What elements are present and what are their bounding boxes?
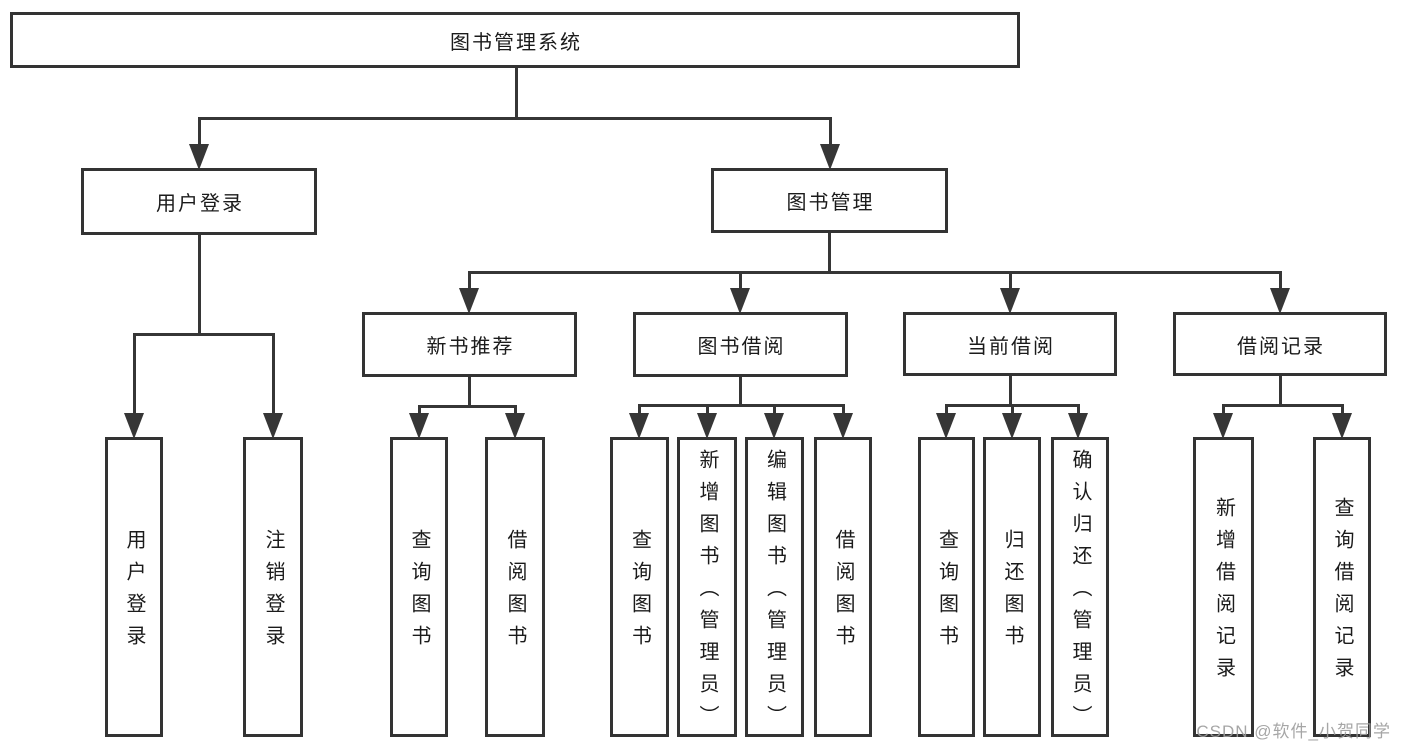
connector-drop-borrow-records-1	[1340, 405, 1344, 419]
arrowhead-icon-book-borrow-3	[833, 413, 853, 439]
node-leaf-bb-add: 新增图书（管理员）	[677, 437, 737, 737]
node-label-leaf-cb-return: 归还图书	[1001, 529, 1023, 657]
connector-drop-user-login-1	[271, 334, 275, 419]
node-label-leaf-cb-confirm: 确认归还（管理员）	[1069, 449, 1091, 737]
node-label-leaf-bb-borrow: 借阅图书	[832, 529, 854, 657]
node-leaf-bb-borrow: 借阅图书	[814, 437, 872, 737]
node-leaf-cb-return: 归还图书	[983, 437, 1041, 737]
node-label-leaf-nr-query: 查询图书	[408, 529, 430, 657]
arrowhead-icon-book-mgmt-1	[730, 288, 750, 314]
node-borrow-records: 借阅记录	[1173, 312, 1387, 376]
node-label-root: 图书管理系统	[450, 31, 582, 54]
arrowhead-icon-book-borrow-1	[697, 413, 717, 439]
node-label-current-borrow: 当前借阅	[967, 335, 1055, 358]
arrowhead-icon-user-login-1	[263, 413, 283, 439]
node-label-book-borrow: 图书借阅	[697, 336, 786, 358]
node-label-leaf-bb-edit: 编辑图书（管理员）	[763, 449, 786, 737]
watermark: CSDN @软件_小贺同学	[1196, 722, 1391, 741]
node-root: 图书管理系统	[10, 12, 1020, 68]
arrowhead-icon-user-login-0	[124, 413, 144, 439]
connector-rail-root	[197, 116, 832, 120]
arrowhead-icon-new-book-rec-0	[409, 413, 429, 439]
connector-drop-current-borrow-2	[1076, 405, 1080, 419]
connector-drop-new-book-rec-0	[417, 406, 421, 419]
connector-drop-new-book-rec-1	[513, 406, 517, 419]
connector-drop-current-borrow-1	[1010, 405, 1014, 419]
node-label-user-login: 用户登录	[156, 193, 244, 215]
connector-rail-book-borrow	[637, 403, 845, 407]
node-leaf-nr-query: 查询图书	[390, 437, 448, 737]
connector-drop-current-borrow-0	[944, 405, 948, 419]
arrowhead-icon-current-borrow-0	[936, 413, 956, 439]
arrowhead-icon-book-mgmt-2	[1000, 288, 1020, 314]
arrowhead-icon-borrow-records-1	[1332, 413, 1352, 439]
arrowhead-icon-book-mgmt-3	[1270, 288, 1290, 314]
node-label-leaf-rec-query: 查询借阅记录	[1331, 497, 1353, 689]
arrowhead-icon-borrow-records-0	[1213, 413, 1233, 439]
node-label-book-mgmt: 图书管理	[786, 192, 875, 214]
node-leaf-rec-add: 新增借阅记录	[1193, 437, 1254, 737]
connector-drop-root-0	[197, 118, 201, 150]
connector-rail-new-book-rec	[417, 404, 517, 408]
node-current-borrow: 当前借阅	[903, 312, 1117, 376]
node-label-new-book-rec: 新书推荐	[426, 336, 515, 358]
node-book-mgmt: 图书管理	[711, 168, 948, 233]
connector-drop-book-borrow-0	[637, 405, 641, 419]
node-leaf-cb-confirm: 确认归还（管理员）	[1051, 437, 1109, 737]
node-label-leaf-rec-add: 新增借阅记录	[1212, 497, 1235, 689]
connector-drop-book-mgmt-1	[738, 272, 742, 294]
connector-rail-borrow-records	[1221, 403, 1344, 407]
connector-stem-root	[514, 68, 518, 120]
arrowhead-icon-book-mgmt-0	[459, 288, 479, 314]
node-leaf-nr-borrow: 借阅图书	[485, 437, 545, 737]
node-label-leaf-bb-add: 新增图书（管理员）	[696, 449, 718, 737]
connector-rail-book-mgmt	[467, 270, 1282, 274]
connector-drop-book-mgmt-3	[1278, 272, 1282, 294]
node-leaf-bb-edit: 编辑图书（管理员）	[745, 437, 804, 737]
connector-stem-new-book-rec	[467, 377, 471, 408]
connector-stem-user-login	[197, 235, 201, 336]
connector-stem-current-borrow	[1008, 376, 1012, 407]
arrowhead-icon-current-borrow-2	[1068, 413, 1088, 439]
arrowhead-icon-book-borrow-2	[764, 413, 784, 439]
node-label-borrow-records: 借阅记录	[1237, 335, 1325, 358]
connector-drop-book-mgmt-0	[467, 272, 471, 294]
arrowhead-icon-book-borrow-0	[629, 413, 649, 439]
node-leaf-login: 用户登录	[105, 437, 163, 737]
connector-drop-book-mgmt-2	[1008, 272, 1012, 294]
connector-drop-borrow-records-0	[1221, 405, 1225, 419]
arrowhead-icon-root-1	[820, 144, 840, 170]
connector-rail-user-login	[132, 332, 275, 336]
node-book-borrow: 图书借阅	[633, 312, 848, 377]
connector-stem-borrow-records	[1278, 376, 1282, 407]
node-label-leaf-cb-query: 查询图书	[935, 529, 958, 657]
connector-stem-book-mgmt	[827, 233, 831, 274]
connector-stem-book-borrow	[738, 377, 742, 407]
connector-drop-user-login-0	[132, 334, 136, 419]
node-label-leaf-nr-borrow: 借阅图书	[504, 529, 526, 657]
arrowhead-icon-new-book-rec-1	[505, 413, 525, 439]
connector-drop-book-borrow-2	[772, 405, 776, 419]
connector-drop-root-1	[828, 118, 832, 150]
connector-drop-book-borrow-1	[705, 405, 709, 419]
node-leaf-logout: 注销登录	[243, 437, 303, 737]
node-leaf-rec-query: 查询借阅记录	[1313, 437, 1371, 737]
node-user-login: 用户登录	[81, 168, 317, 235]
node-leaf-cb-query: 查询图书	[918, 437, 975, 737]
node-label-leaf-login: 用户登录	[123, 529, 145, 657]
connector-drop-book-borrow-3	[841, 405, 845, 419]
arrowhead-icon-current-borrow-1	[1002, 413, 1022, 439]
node-label-leaf-logout: 注销登录	[262, 529, 284, 657]
arrowhead-icon-root-0	[189, 144, 209, 170]
node-new-book-rec: 新书推荐	[362, 312, 577, 377]
node-label-leaf-bb-query: 查询图书	[628, 529, 651, 657]
node-leaf-bb-query: 查询图书	[610, 437, 669, 737]
